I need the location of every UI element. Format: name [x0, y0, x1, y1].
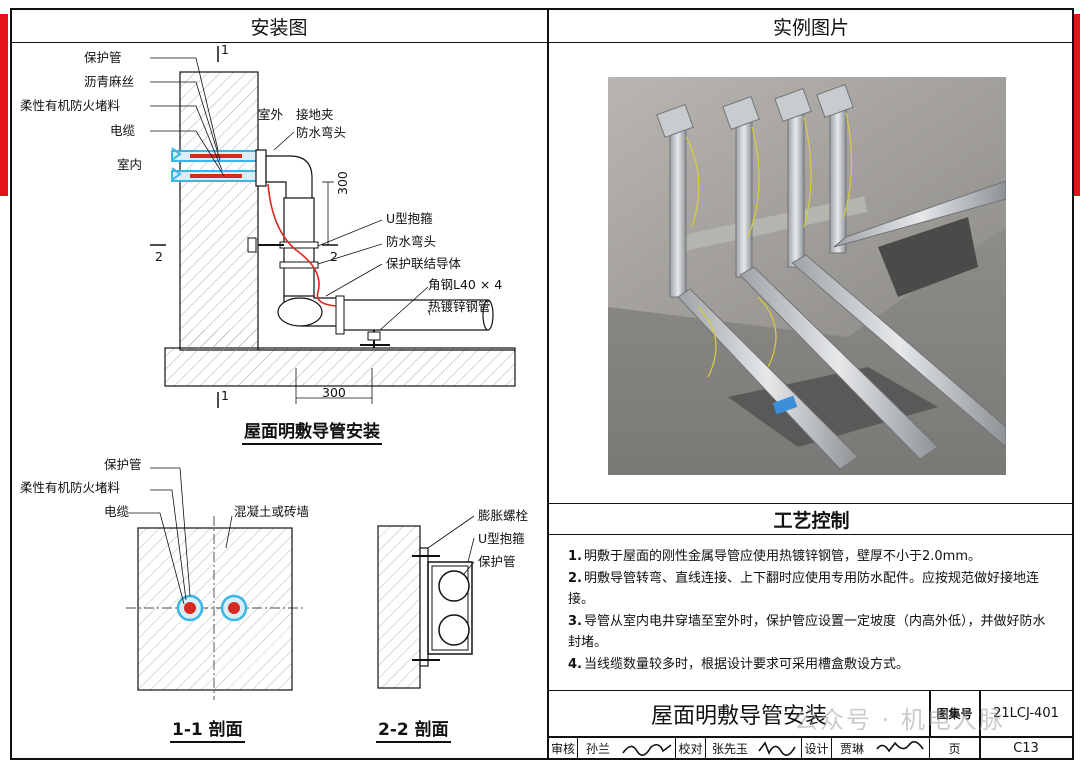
note-item-1: 1.明敷于屋面的刚性金属导管应使用热镀锌钢管，壁厚不小于2.0mm。	[568, 549, 982, 564]
dim-horizontal-300: 300	[322, 385, 346, 400]
reviewer-signature	[622, 743, 672, 756]
drawing-frame	[10, 8, 1074, 760]
label-galvanized-pipe: 热镀锌钢管	[428, 299, 491, 314]
s2-label-protective-pipe: 保护管	[478, 554, 516, 569]
review-label: 审核	[550, 741, 575, 756]
label-bond-conductor: 保护联结导体	[386, 256, 462, 271]
dim-vertical-300: 300	[335, 171, 350, 195]
wall-section	[137, 527, 293, 691]
label-u-clamp: U型抱箍	[386, 211, 433, 226]
note-item-3: 3.导管从室内电井穿墙至室外时，保护管应设置一定坡度（内高外低），并做好防水封堵…	[568, 614, 1046, 650]
label-outdoor: 室外	[258, 107, 284, 122]
s1-label-wall: 混凝土或砖墙	[234, 504, 310, 519]
reviewer-name: 孙兰	[585, 741, 610, 756]
page-label: 页	[948, 741, 961, 756]
pipe-lower	[438, 614, 470, 646]
designer-name: 贾琳	[839, 741, 864, 756]
pipe-upper	[438, 570, 470, 602]
label-ground-clamp: 接地夹	[296, 107, 334, 122]
label-asphalt-hemp: 沥青麻丝	[84, 74, 135, 89]
label-waterproof-elbow-mid: 防水弯头	[386, 234, 437, 249]
section-mark-2-right: 2	[330, 249, 338, 264]
label-protective-pipe: 保护管	[84, 50, 122, 65]
s2-label-u-clamp: U型抱箍	[478, 531, 525, 546]
page-value: C13	[1013, 740, 1039, 756]
roof-slab	[164, 347, 516, 387]
note-item-2: 2.明敷导管转弯、直线连接、上下翻时应使用专用防水配件。应按规范做好接地连接。	[568, 571, 1040, 607]
note-item-4: 4.当线缆数量较多时，根据设计要求可采用槽盒敷设方式。	[568, 657, 910, 672]
atlas-label: 图集号	[936, 707, 973, 721]
section-1-1-drawing	[126, 467, 304, 700]
concrete-wall	[179, 71, 259, 351]
left-red-bar	[0, 14, 8, 196]
main-drawing-caption: 屋面明敷导管安装	[242, 422, 382, 445]
right-red-bar	[1072, 14, 1080, 196]
label-waterproof-elbow-top: 防水弯头	[296, 125, 347, 140]
label-indoor: 室内	[117, 157, 143, 172]
design-label: 设计	[804, 741, 829, 756]
section-mark-1-top: 1	[221, 42, 229, 57]
header-example-photo: 实例图片	[548, 10, 1074, 43]
section-mark-2-left: 2	[155, 249, 163, 264]
s2-label-bolt: 膨胀螺栓	[478, 508, 529, 523]
section-1-caption: 1-1 剖面	[170, 720, 245, 743]
galvanized-pipe	[337, 299, 489, 331]
process-control-title: 工艺控制	[549, 503, 1074, 535]
wall-section-2	[377, 525, 421, 689]
section-2-caption: 2-2 剖面	[376, 720, 451, 743]
center-divider	[547, 10, 549, 760]
u-clamp-frame	[427, 561, 473, 655]
section-2-2-drawing	[377, 515, 475, 689]
header-install-drawing: 安装图	[10, 10, 548, 43]
s1-label-protective-pipe: 保护管	[104, 457, 142, 472]
bond-conductor	[267, 183, 337, 307]
designer-signature	[876, 741, 924, 753]
elbow-top	[265, 155, 313, 201]
title-block: 屋面明敷导管安装 图集号 21LCJ-401 审核 孙兰 校对 张先玉 设计 贾…	[548, 690, 1074, 760]
label-angle-steel: 角钢L40 × 4	[428, 277, 503, 292]
label-fire-plug: 柔性有机防火堵料	[20, 98, 121, 113]
atlas-value: 21LCJ-401	[993, 706, 1059, 721]
checker-signature	[758, 741, 796, 756]
main-install-drawing	[150, 46, 516, 408]
s1-label-cable: 电缆	[104, 504, 130, 519]
watermark: 公众号 · 机电人脉	[794, 706, 1005, 734]
label-cable: 电缆	[110, 123, 136, 138]
section-mark-1-bottom: 1	[221, 388, 229, 403]
s1-label-fire-plug: 柔性有机防火堵料	[20, 480, 121, 495]
conduit-group	[669, 102, 1006, 470]
title-block-title: 屋面明敷导管安装	[650, 703, 827, 729]
example-photo	[608, 77, 1006, 475]
check-label: 校对	[678, 741, 703, 756]
checker-name: 张先玉	[711, 741, 748, 756]
